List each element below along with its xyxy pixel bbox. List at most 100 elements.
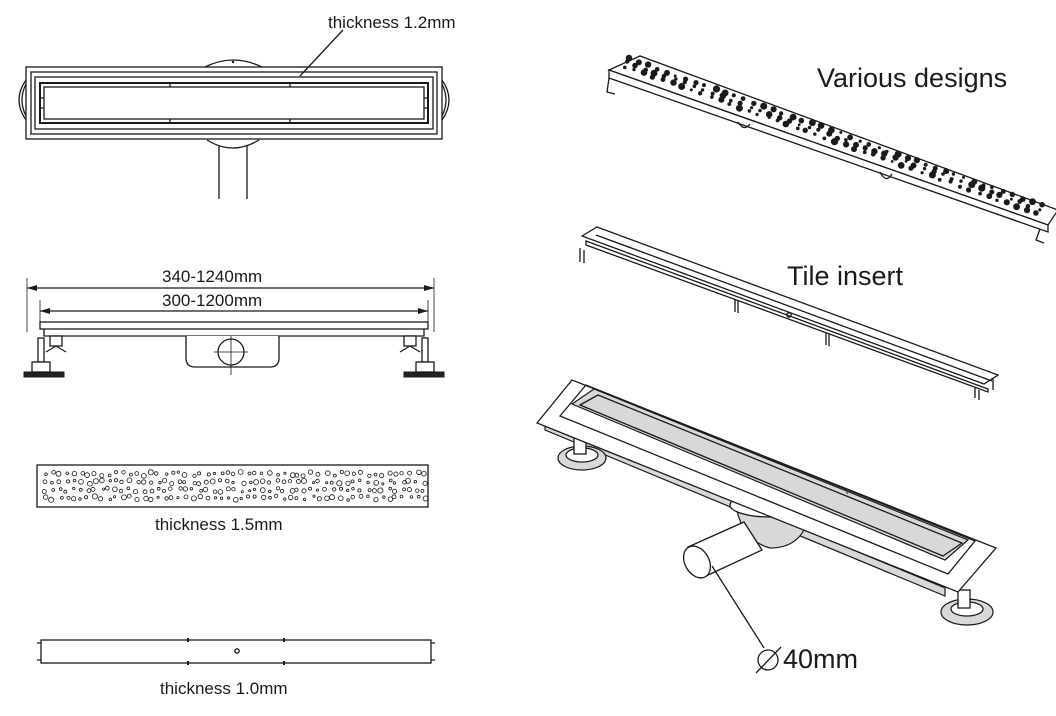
grate-hole [958,184,962,189]
thickness-insert-label: thickness 1.0mm [160,679,288,698]
grate-hole [168,486,173,491]
grate-hole [937,177,942,182]
grate-hole [847,134,853,141]
grate-hole [248,489,252,493]
grate-hole [225,486,231,492]
grate-hole [807,125,812,130]
grate-hole [702,83,706,88]
grate-hole [240,490,244,494]
grate-hole [632,67,636,72]
grate-hole [98,496,104,502]
grate-hole [904,155,912,162]
grate-hole [287,479,292,484]
grate-hole [230,471,236,477]
grate-hole [727,102,732,106]
grate-hole [237,469,244,475]
grate-hole [407,470,413,476]
thickness-leader-line [299,29,344,77]
grate-hole [1025,203,1031,209]
grate-hole [351,471,356,476]
grate-hole [312,494,316,498]
grate-hole [217,489,224,495]
grate-hole [289,472,296,479]
grate-hole [162,478,168,484]
grate-hole [670,79,677,86]
grate-hole [302,497,307,501]
grate-hole [182,486,188,492]
grate-hole [147,469,154,476]
diameter-icon [755,646,782,674]
grate-hole [153,471,159,476]
grate-hole [197,493,203,500]
grate-hole [943,168,950,175]
grate-hole [755,112,759,117]
grate-hole [231,487,236,492]
grate-hole [121,470,126,475]
grate-hole [78,487,83,492]
grate-hole [338,486,343,491]
grate-hole [834,135,840,142]
grate-hole [674,77,678,81]
grate-hole [114,478,119,483]
grate-hole [311,481,315,485]
grate-hole [231,480,235,485]
grate-hole [817,122,825,129]
grate-hole [405,477,411,484]
grate-hole [712,85,721,93]
grate-hole [128,472,133,477]
grate-hole [276,472,280,477]
grate-hole [329,480,334,485]
grate-hole [416,494,421,499]
grate-hole [220,471,225,476]
grate-hole [358,493,364,499]
outlet-pipe-top-view [218,146,248,199]
outer-length-label: 340-1240mm [162,267,262,286]
grate-hole [141,473,147,479]
grate-hole [99,477,105,484]
grate-hole [623,65,627,70]
grate-hole [91,471,97,477]
grate-hole [156,495,160,499]
grate-hole [1039,201,1045,208]
insert-flat-drawing: thickness 1.0mm [37,638,435,698]
grate-hole [171,470,176,475]
grate-hole [357,469,363,475]
left-adjustable-foot [23,335,67,378]
grate-hole [1020,196,1026,202]
grate-hole [315,471,321,477]
top-view-drawing: thickness 1.2mm [18,13,456,199]
grate-hole [1003,199,1010,206]
grate-hole [339,469,344,474]
grate-hole [249,480,253,485]
grate-hole [644,61,652,68]
grate-hole [770,106,777,113]
grate-hole [119,479,124,484]
grate-hole [422,495,429,502]
grate-hole [253,479,260,486]
grate-hole [42,494,49,500]
grate-hole [393,471,399,477]
grate-hole [113,495,117,499]
grate-hole [765,111,773,118]
iso-right-foot [940,589,994,626]
tile-insert-isometric: Tile insert [579,226,1000,400]
grate-hole [986,193,993,200]
grate-hole [316,496,322,502]
grate-hole [108,497,112,502]
grate-hole [920,171,924,175]
grate-hole [377,487,384,494]
grate-hole [90,486,96,492]
grate-hole [740,96,746,101]
grate-hole [406,487,412,493]
grate-hole [894,150,902,158]
grate-hole [227,496,231,500]
grate-hole [673,74,677,78]
grate-hole [962,175,965,179]
grate-hole [141,479,147,485]
grate-hole [777,115,783,121]
perforated-grate [36,464,429,508]
grate-hole [802,127,808,133]
grate-hole [345,480,351,486]
outer-frame [25,66,443,140]
grate-front-face [608,69,1049,233]
